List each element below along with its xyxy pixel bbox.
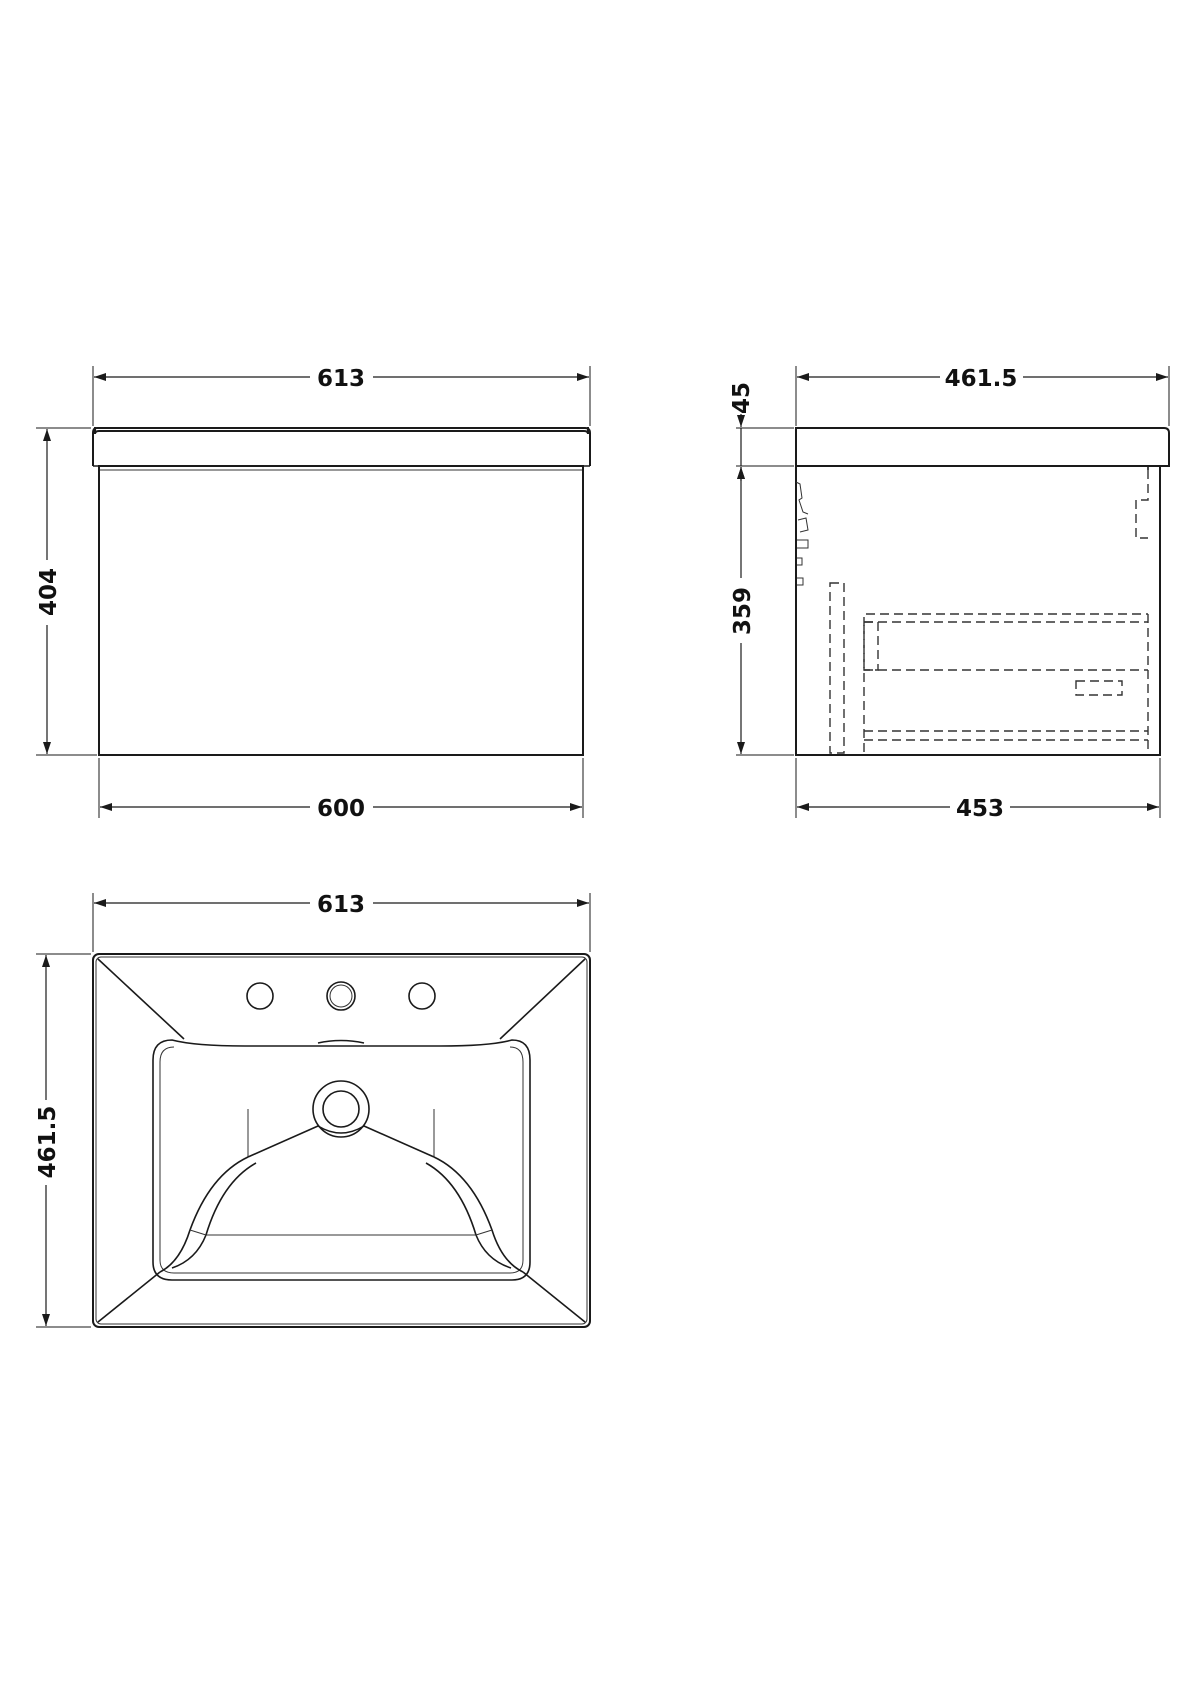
side-basin-height-label: 45 — [729, 382, 755, 414]
plan-tap-hole-left — [246, 982, 274, 1010]
side-bottom-depth-label: 453 — [956, 796, 1004, 822]
plan-tap-hole-centre-inner — [329, 984, 353, 1008]
front-height-label: 404 — [36, 568, 62, 616]
plan-bowl-inner — [159, 1046, 524, 1274]
plan-overflow-slot — [317, 1039, 365, 1044]
plan-waste-inner — [322, 1090, 360, 1128]
side-cabinet-body — [795, 466, 1161, 756]
side-drawer-hidden-top — [863, 613, 1148, 752]
side-cabinet-height-label: 359 — [730, 587, 756, 635]
plan-outer-rim — [92, 953, 591, 1328]
front-cabinet-body — [98, 465, 584, 756]
side-front-panel-hidden — [829, 582, 845, 754]
plan-contour-waste-lip — [317, 1125, 365, 1134]
plan-view: 613 461.5 — [35, 892, 591, 1328]
side-top-depth-label: 461.5 — [945, 366, 1018, 392]
front-basin-outline — [94, 427, 589, 435]
plan-diagonal-top-right — [499, 958, 586, 1040]
plan-diagonal-bottom-right — [522, 1271, 586, 1323]
plan-bowl-curve-inner — [171, 1162, 512, 1269]
side-drawer-hidden-handle — [863, 621, 879, 671]
side-wall-bracket — [1135, 470, 1149, 539]
plan-bowl-ridge-right — [475, 1229, 493, 1236]
plan-bowl-ridge-left — [189, 1229, 207, 1236]
plan-contour-left-ridge — [247, 1125, 319, 1158]
front-top-width-label: 613 — [317, 366, 365, 392]
plan-tap-hole-centre — [326, 981, 356, 1011]
side-front-fitting — [795, 481, 809, 586]
plan-depth-label: 461.5 — [35, 1106, 61, 1179]
plan-tap-hole-right — [408, 982, 436, 1010]
side-view: 461.5 453 45 359 — [729, 366, 1170, 822]
front-bottom-width-label: 600 — [317, 796, 365, 822]
plan-diagonal-top-left — [97, 958, 185, 1040]
front-view: 613 600 404 — [36, 366, 591, 822]
front-basin-top — [92, 427, 591, 466]
plan-contour-right-ridge — [363, 1125, 435, 1158]
plan-outer-rim-inner — [95, 956, 588, 1325]
plan-waste-outer — [312, 1080, 370, 1138]
plan-diagonal-bottom-left — [97, 1271, 161, 1323]
side-basin-top — [795, 427, 1170, 467]
plan-bowl-outline — [152, 1039, 531, 1281]
plan-width-label: 613 — [317, 892, 365, 918]
side-drawer-hidden-runner — [1075, 680, 1123, 696]
